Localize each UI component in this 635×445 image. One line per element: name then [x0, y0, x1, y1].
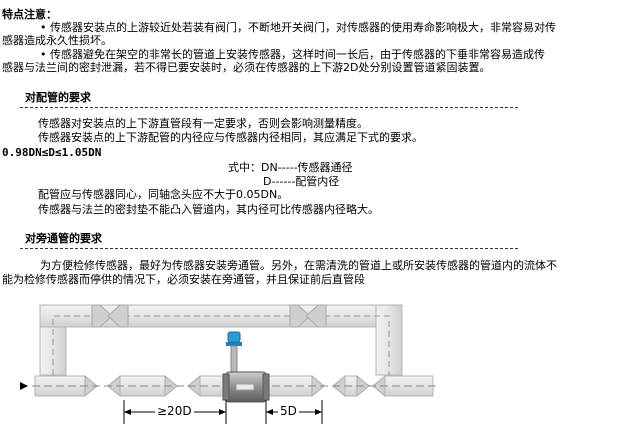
- vortex-sensor: [222, 331, 270, 403]
- bypass-req-heading: 对旁通管的要求: [25, 232, 102, 245]
- notes-line-4: 感器与法兰间的密封泄漏，若不得已要安装时，必须在传感器的上下游2D处分别设置管道…: [2, 61, 491, 74]
- flow-arrow-icon: [20, 382, 28, 390]
- notes-line-3: • 传感器避免在架空的非常长的管道上安装传感器，这样时间一长后，由于传感器的下垂…: [40, 48, 545, 61]
- upstream-length-label: ≥20D: [155, 404, 194, 418]
- pipe-req-where-2: D------配管内径: [263, 175, 340, 188]
- pipe-req-heading: 对配管的要求: [25, 91, 91, 104]
- notes-line-2: 感器造成永久性损坏。: [2, 34, 112, 47]
- main-pipe-line: [20, 374, 440, 398]
- bypass-req-line-2: 能为检修传感器而停供的情况下，必须安装在旁通管，并且保证前后直管段: [2, 273, 365, 286]
- downstream-length-label: 5D: [278, 404, 299, 418]
- notes-heading: 特点注意：: [2, 8, 57, 21]
- bypass-loop: [39, 304, 403, 376]
- pipe-req-line-2: 传感器安装点的上下游配管的内径应与传感器内径相同，其应满足下式的要求。: [38, 131, 423, 144]
- pipe-req-where-1: 式中：DN-----传感器通径: [228, 161, 353, 174]
- pipe-req-formula: 0.98DN≤D≤1.05DN: [2, 146, 102, 159]
- bypass-req-line-1: 为方便检修传感器，最好为传感器安装旁通管。另外，在需清洗的管道上或所安装传感器的…: [40, 259, 557, 272]
- notes-line-1: • 传感器安装点的上游较近处若装有阀门，不断地开关阀门，对传感器的使用寿命影响极…: [40, 21, 556, 34]
- pipe-req-line-1: 传感器对安装点的上下游直管段有一定要求，否则会影响测量精度。: [38, 117, 368, 130]
- pipe-req-line-4: 传感器与法兰的密封垫不能凸入管道内，其内径可比传感器内径略大。: [38, 203, 379, 216]
- pipe-req-line-3: 配管应与传感器同心，同轴念头应不大于0.05DN。: [38, 188, 289, 201]
- bypass-req-divider: [20, 248, 518, 249]
- pipe-req-divider: [20, 107, 518, 108]
